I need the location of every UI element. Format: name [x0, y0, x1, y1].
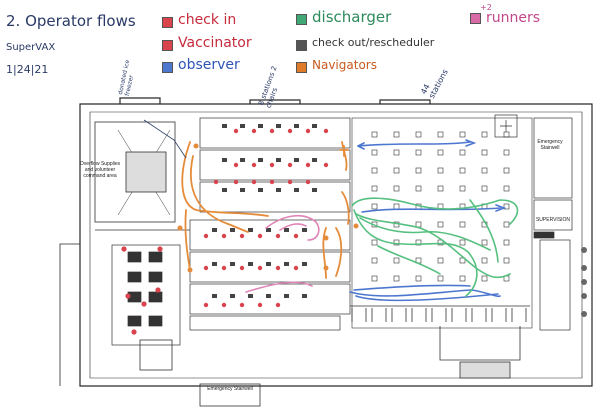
check-in-swatch — [162, 17, 173, 28]
navigator-flow — [181, 141, 350, 279]
observation-chair — [503, 239, 510, 246]
bay-desks — [212, 124, 317, 298]
observation-area — [351, 117, 533, 329]
vaccinator-markers — [121, 128, 329, 335]
observation-chair — [393, 149, 400, 156]
legend-label: check out/rescheduler — [312, 36, 435, 49]
observation-chair — [371, 257, 378, 264]
observation-chair — [503, 167, 510, 174]
right-rooms — [494, 114, 573, 331]
observer-flow — [349, 139, 507, 302]
observation-chair — [371, 203, 378, 210]
navigators-swatch — [296, 62, 307, 73]
observation-chair — [459, 257, 466, 264]
observation-chair — [393, 131, 400, 138]
observation-chair — [393, 275, 400, 282]
building-outline — [59, 97, 593, 387]
observation-chair — [503, 185, 510, 192]
page-title: 2. Operator flows — [6, 12, 136, 30]
observation-chair — [503, 149, 510, 156]
observation-chairs — [371, 131, 510, 282]
observation-chair — [459, 221, 466, 228]
observation-chair — [393, 167, 400, 174]
legend-label: observer — [178, 57, 240, 73]
date-label: 1|24|21 — [6, 63, 49, 76]
observation-chair — [393, 203, 400, 210]
observation-chair — [371, 275, 378, 282]
bottom-stations — [350, 305, 530, 322]
observation-chair — [459, 149, 466, 156]
observation-chair — [371, 239, 378, 246]
observation-chair — [371, 149, 378, 156]
observation-chair — [481, 275, 488, 282]
right-wall-circles — [581, 247, 587, 317]
observation-chair — [481, 149, 488, 156]
vaccinator-swatch — [162, 40, 173, 51]
observation-chair — [393, 185, 400, 192]
observation-chair — [459, 167, 466, 174]
observation-chair — [393, 257, 400, 264]
legend-label: runners — [486, 10, 541, 26]
left-vestibule — [111, 244, 181, 346]
checkout-swatch — [296, 40, 307, 51]
observation-chair — [503, 221, 510, 228]
observation-chair — [393, 239, 400, 246]
observation-chair — [437, 239, 444, 246]
observation-chair — [415, 221, 422, 228]
observation-chair — [415, 185, 422, 192]
observation-chair — [459, 131, 466, 138]
discharger-flow — [351, 197, 519, 297]
discharger-swatch — [296, 14, 307, 25]
runners-swatch — [470, 13, 481, 24]
vaccination-bays — [189, 117, 351, 331]
observation-chair — [503, 131, 510, 138]
observation-chair — [415, 275, 422, 282]
observation-chair — [437, 221, 444, 228]
overflow-room — [94, 121, 190, 231]
observation-chair — [481, 167, 488, 174]
runner-flow — [245, 215, 320, 293]
org-label: SuperVAX — [6, 42, 56, 53]
legend-label: discharger — [312, 8, 392, 26]
observation-chair — [459, 239, 466, 246]
observation-chair — [437, 131, 444, 138]
navigator-markers — [177, 143, 359, 273]
observation-chair — [371, 167, 378, 174]
observation-chair — [437, 167, 444, 174]
observation-chair — [503, 257, 510, 264]
observation-chair — [481, 257, 488, 264]
observer-swatch — [162, 62, 173, 73]
observation-chair — [415, 167, 422, 174]
observation-chair — [481, 239, 488, 246]
observation-chair — [481, 131, 488, 138]
observation-chair — [437, 185, 444, 192]
observation-chair — [415, 131, 422, 138]
legend-label: Navigators — [312, 58, 377, 72]
overflow-label: Overflow Supplies and volunteer command … — [79, 161, 121, 179]
observation-chair — [459, 185, 466, 192]
legend-label-count: +2 — [480, 3, 492, 12]
observation-chair — [371, 131, 378, 138]
observation-chair — [415, 149, 422, 156]
observation-chair — [437, 275, 444, 282]
observation-chair — [481, 185, 488, 192]
emergency-stairwell-top: Emergency Stairwell — [537, 139, 563, 151]
observation-chair — [437, 149, 444, 156]
observation-chair — [503, 203, 510, 210]
legend-label: Vaccinator — [178, 35, 252, 51]
observation-chair — [371, 185, 378, 192]
observation-chair — [459, 275, 466, 282]
freezer-pointer — [143, 119, 187, 159]
observation-chair — [437, 257, 444, 264]
emergency-stairwell-bottom: Emergency Stairwell — [207, 386, 253, 392]
bottom-lobby — [139, 326, 521, 407]
supervision-label: SUPERVISION — [535, 217, 571, 223]
legend-label: check in — [178, 12, 237, 28]
